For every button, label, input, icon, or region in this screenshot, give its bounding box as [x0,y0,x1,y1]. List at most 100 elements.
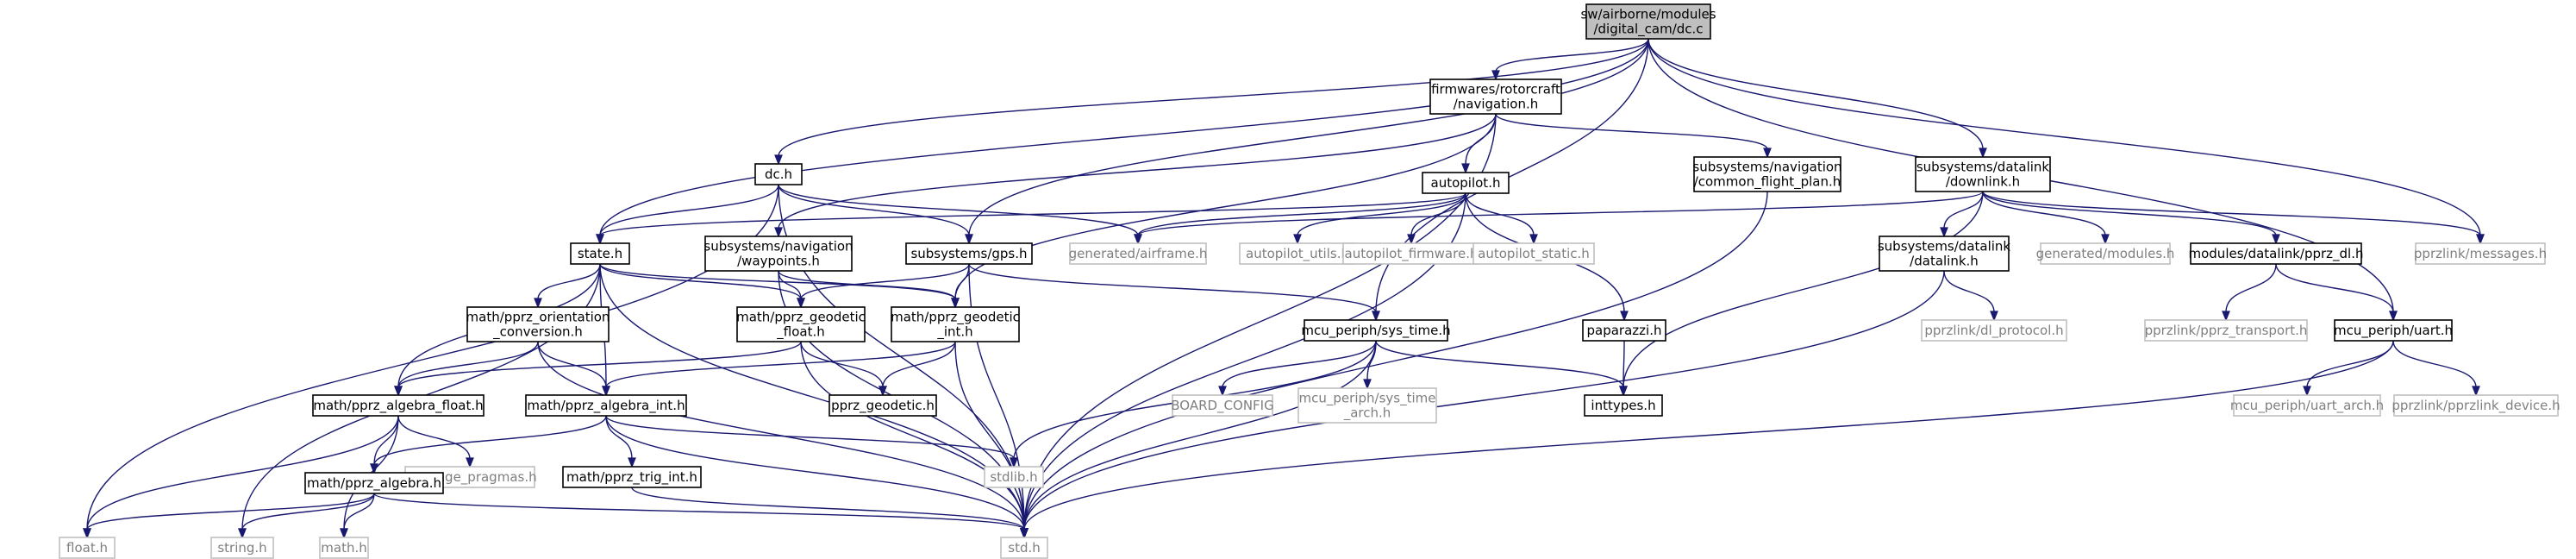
edge-arrowhead [1990,311,1998,322]
dependency-edge-alg_h-to-string_h [238,493,375,539]
node-box [1921,319,2067,342]
node-geo-int-h[interactable]: math/pprz_geodetic_int.h [891,306,1020,342]
node-box [319,537,369,559]
node-box [1069,242,1207,265]
node-label: state.h [578,246,622,261]
node-alg-h[interactable]: math/pprz_algebra.h [304,472,444,494]
node-trig-int-h[interactable]: math/pprz_trig_int.h [562,466,702,488]
edge-line [631,487,1025,531]
node-gps-h[interactable]: subsystems/gps.h [905,242,1033,265]
node-uart-h[interactable]: mcu_periph/uart.h [2334,319,2453,342]
node-dc-c[interactable]: sw/airborne/modules/digital_cam/dc.c [1580,3,1716,40]
node-pprz-transport-h: pprzlink/pprz_transport.h [2144,319,2308,342]
dependency-edge-geo_int_h-to-alg_int_h [602,341,956,397]
edge-line [605,415,1015,460]
node-box [1342,242,1480,265]
node-label: math/pprz_orientation [466,310,610,326]
edge-arrowhead [1979,148,1987,159]
node-label: autopilot.h [1431,175,1501,191]
dependency-edge-dc_c-to-dc_h [774,38,1649,166]
edge-arrowhead [1407,234,1416,245]
node-label: pprzlink/dl_protocol.h [1924,323,2063,339]
node-label: /digital_cam/dc.c [1593,22,1703,38]
node-box [1297,387,1437,424]
node-box [570,242,630,265]
node-box [562,466,702,488]
dependency-edge-waypoints_h-to-geo_int_h [778,270,960,309]
node-label: _arch.h [1343,405,1391,422]
node-airframe-h: generated/airframe.h [1069,242,1207,265]
node-math-h: math.h [319,537,369,559]
node-box [59,537,116,559]
node-geodetic-h[interactable]: pprz_geodetic.h [828,394,937,417]
dependency-edge-autopilot_h-to-state_h [596,192,1466,245]
node-label: paparazzi.h [1587,323,1662,338]
edge-arrowhead [340,528,348,539]
edge-line [537,341,607,388]
node-alg-int-h[interactable]: math/pprz_algebra_int.h [525,394,687,417]
node-box [1585,3,1711,40]
node-label: modules/datalink/pprz_dl.h [2189,246,2364,262]
node-state-h[interactable]: state.h [570,242,630,265]
edge-line [1023,191,1768,531]
edge-arrowhead [596,234,604,245]
node-alg-float-h[interactable]: math/pprz_algebra_float.h [312,394,485,417]
dependency-edge-trig_int_h-to-std_h [631,487,1029,539]
edge-arrowhead [394,386,403,397]
dependency-edge-downlink_h-to-messages_h [1982,191,2485,245]
node-pprz-dl-h[interactable]: modules/datalink/pprz_dl.h [2189,242,2364,265]
edge-line [1943,270,1995,313]
node-dc-h[interactable]: dc.h [754,163,803,185]
node-box [1422,172,1510,194]
node-paparazzi-h[interactable]: paparazzi.h [1582,319,1666,342]
dependency-edge-alg_h-to-float_h [83,493,375,539]
edge-line [373,415,607,466]
node-label: mcu_periph/uart.h [2334,323,2453,339]
node-waypoints-h[interactable]: subsystems/navigation/waypoints.h [703,236,853,272]
node-nav-h[interactable]: firmwares/rotorcraft/navigation.h [1429,79,1562,115]
node-box [2144,319,2308,342]
node-inttypes-h[interactable]: inttypes.h [1584,394,1663,417]
edge-line [397,341,539,388]
node-label: subsystems/navigation [703,239,853,254]
node-orient-h[interactable]: math/pprz_orientation_conversion.h [466,306,610,342]
dependency-edge-alg_int_h-to-trig_int_h [605,415,636,468]
node-downlink-h[interactable]: subsystems/datalink/downlink.h [1915,156,2051,192]
edge-line [605,341,956,388]
edge-arrowhead [1020,528,1029,539]
dependency-edge-geo_int_h-to-std_h [954,341,1029,539]
node-label: autopilot_firmware.h [1345,246,1479,262]
edge-arrowhead [628,457,636,468]
node-label: /waypoints.h [737,254,820,269]
node-box [210,537,274,559]
edge-line [800,341,1025,531]
node-box [1429,79,1562,115]
edge-line [1023,340,2394,531]
edge-line [778,184,970,236]
dependency-edge-geo_float_h-to-std_h [800,341,1029,539]
node-label: inttypes.h [1591,398,1655,413]
node-geo-float-h[interactable]: math/pprz_geodetic_float.h [736,306,866,342]
dependency-edge-nav_h-to-common_fp_h [1495,113,1772,159]
node-common-fp-h[interactable]: subsystems/navigation/common_flight_plan… [1692,156,1842,192]
node-label: subsystems/datalink [1916,160,2050,175]
edge-arrowhead [1293,234,1302,245]
node-modules-h: generated/modules.h [2036,242,2174,265]
dependency-edge-alg_int_h-to-alg_h [370,415,607,474]
edge-line [1495,38,1649,72]
node-sys-time-h[interactable]: mcu_periph/sys_time.h [1301,319,1451,342]
node-autopilot-h[interactable]: autopilot.h [1422,172,1510,194]
edge-line [1623,191,1984,388]
node-box [2233,394,2381,417]
dependency-edge-gps_h-to-geo_float_h [797,263,970,309]
dependency-edge-geo_float_h-to-alg_float_h [394,341,802,397]
node-datalink-h[interactable]: subsystems/datalink/datalink.h [1878,236,2011,272]
node-std-h: std.h [1000,537,1048,559]
node-box [1000,537,1048,559]
node-label: autopilot_static.h [1478,246,1590,262]
node-box [525,394,687,417]
edge-arrowhead [1372,311,1380,322]
edge-line [343,493,375,531]
dependency-edge-datalink_h-to-std_h [1020,270,1945,539]
dependency-edge-orient_h-to-alg_int_h [537,341,610,397]
